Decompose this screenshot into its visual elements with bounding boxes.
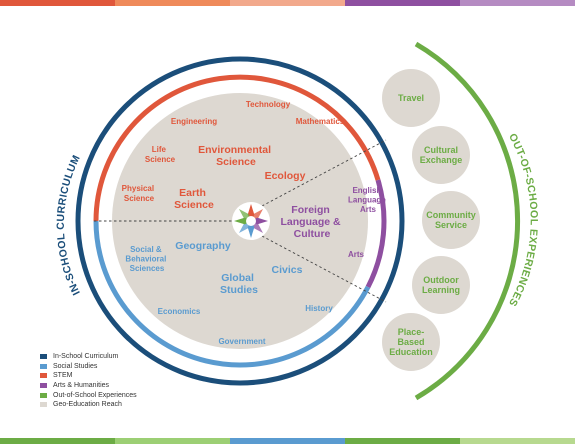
- top-color-bar: [0, 0, 575, 6]
- label-civics: Civics: [272, 264, 303, 276]
- experience-bubble: [382, 69, 440, 127]
- legend-swatch: [40, 402, 47, 408]
- label-ecology: Ecology: [265, 170, 306, 182]
- label-geography: Geography: [175, 240, 231, 252]
- compass-rose-icon: [232, 202, 270, 240]
- color-bar-segment: [0, 0, 115, 6]
- legend-label: Geo-Education Reach: [53, 401, 122, 409]
- label-life-science: Life Science: [145, 145, 176, 164]
- legend-swatch: [40, 354, 47, 360]
- legend-item: Social Studies: [40, 362, 137, 372]
- legend-item: STEM: [40, 371, 137, 381]
- color-bar-segment: [115, 438, 230, 444]
- label-environmental-science: Environmental Science: [198, 144, 274, 168]
- out-of-school-arc: [414, 41, 521, 401]
- experience-bubble: [412, 256, 470, 314]
- bottom-color-bar: [0, 438, 575, 444]
- legend-swatch: [40, 383, 47, 389]
- arts-arc: [365, 179, 387, 289]
- label-social-behavioral-sciences: Social & Behavioral Sciences: [125, 245, 168, 273]
- label-engineering: Engineering: [171, 117, 217, 126]
- stem-arc: [93, 74, 381, 222]
- label-mathematics: Mathematics: [296, 117, 345, 126]
- legend-item: Arts & Humanities: [40, 381, 137, 391]
- label-earth-science: Earth Science: [174, 187, 214, 211]
- label-physical-science: Physical Science: [122, 184, 157, 203]
- legend-label: Social Studies: [53, 362, 98, 370]
- experience-travel: Travel: [382, 69, 440, 127]
- color-bar-segment: [460, 0, 575, 6]
- legend-swatch: [40, 363, 47, 369]
- legend-swatch: [40, 373, 47, 379]
- experience-bubble: [382, 313, 440, 371]
- color-bar-segment: [230, 0, 345, 6]
- legend-item: In-School Curriculum: [40, 352, 137, 362]
- experience-label: Travel: [398, 93, 424, 103]
- experience-bubble: [422, 191, 480, 249]
- label-foreign-language-culture: Foreign Language & Culture: [280, 204, 343, 240]
- label-technology: Technology: [246, 100, 291, 109]
- label-global-studies: Global Studies: [220, 272, 258, 296]
- color-bar-segment: [230, 438, 345, 444]
- label-history: History: [305, 304, 333, 313]
- legend-swatch: [40, 392, 47, 398]
- label-arts: Arts: [348, 250, 365, 259]
- divider-lower-right: [261, 235, 387, 303]
- color-bar-segment: [115, 0, 230, 6]
- label-english-language-arts: English Language Arts: [348, 186, 388, 214]
- divider-upper-right: [261, 139, 387, 207]
- social-studies-arc: [93, 220, 371, 368]
- label-economics: Economics: [158, 307, 201, 316]
- experience-bubble: [412, 126, 470, 184]
- in-school-ring: [75, 56, 405, 386]
- legend-label: In-School Curriculum: [53, 353, 119, 361]
- legend-item: Out-of-School Experiences: [40, 390, 137, 400]
- legend-item: Geo-Education Reach: [40, 400, 137, 410]
- legend-label: Out-of-School Experiences: [53, 391, 137, 399]
- color-bar-segment: [345, 0, 460, 6]
- legend-label: Arts & Humanities: [53, 382, 110, 390]
- color-bar-segment: [345, 438, 460, 444]
- color-bar-segment: [0, 438, 115, 444]
- color-bar-segment: [460, 438, 575, 444]
- label-government: Government: [218, 337, 265, 346]
- legend-label: STEM: [53, 372, 73, 380]
